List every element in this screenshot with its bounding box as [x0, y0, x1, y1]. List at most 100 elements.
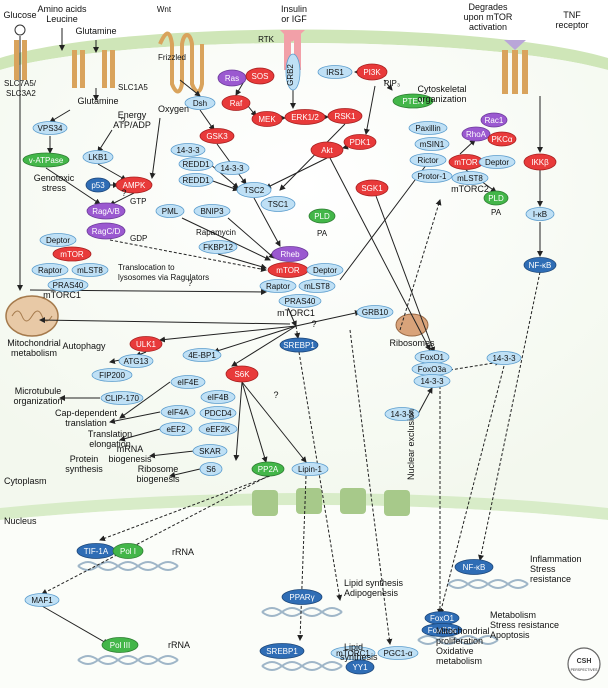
node-shape-pdk1: [343, 134, 377, 150]
edge-20: [383, 79, 393, 91]
label-wnt: Wnt: [157, 5, 172, 14]
node-label-erk: ERK1/2: [291, 113, 319, 122]
label-synthesis: synthesis: [340, 652, 378, 662]
node-ampk: AMPK: [115, 176, 153, 194]
node-shape-eif4b: [200, 390, 236, 404]
edge-62: [297, 475, 307, 641]
node-shape-fkbp12: [198, 240, 238, 254]
edge-29: [181, 217, 271, 261]
node-shape-pten: [392, 93, 434, 109]
edge-57: [169, 468, 201, 478]
node-pol1: Pol I: [112, 543, 144, 559]
node-pml: PML: [155, 204, 185, 218]
node-paxillin: Paxillin: [408, 121, 448, 135]
node-label-pras40-lyso: PRAS40: [53, 281, 84, 290]
node-shape-raptor-c1: [259, 279, 297, 293]
node-raf: Raf: [221, 95, 251, 111]
node-shape-srebp1-n: [259, 643, 305, 659]
node-grb2: GRB2: [285, 53, 301, 91]
label-pa-a: PA: [317, 229, 328, 238]
node-shape-pp2a: [251, 461, 285, 477]
node-shape-p1433-b: [214, 161, 250, 175]
node-shape-atg13: [118, 354, 154, 368]
tnf-receptor: [502, 40, 528, 94]
node-mlst8-lyso: mLST8: [71, 263, 109, 277]
node-label-srebp1: SREBP1: [283, 341, 315, 350]
nuclear-envelope: [0, 493, 608, 520]
edge-59: [241, 381, 268, 463]
label-glutamine: Glutamine: [75, 26, 116, 36]
node-mlst8-c2: mLST8: [451, 171, 489, 185]
edge-40: [295, 310, 361, 327]
node-raptor-c1: Raptor: [259, 279, 297, 293]
node-label-pld-b: PLD: [488, 194, 504, 203]
node-shape-lkb1: [82, 150, 114, 164]
label-mrna-2: biogenesis: [108, 454, 152, 464]
node-label-p53: p53: [91, 181, 105, 190]
node-shape-skar: [192, 444, 228, 458]
node-label-pras40-c1: PRAS40: [285, 297, 316, 306]
node-shape-foxo3a-n: [421, 623, 463, 637]
node-label-pld-a: PLD: [314, 212, 330, 221]
edge-63: [99, 475, 271, 542]
edge-67: [478, 271, 541, 561]
label-mtorc2: mTORC2: [451, 184, 489, 194]
node-shape-s6: [199, 462, 223, 476]
label-frizzled: Frizzled: [158, 53, 186, 62]
node-rsk1: RSK1: [327, 108, 363, 124]
label-rtk: RTK: [258, 35, 275, 44]
node-ikkb: IKKβ: [523, 153, 557, 171]
label-degrades: Degrades: [468, 2, 508, 12]
node-shape-p1433-c: [413, 374, 451, 388]
node-label-eif4b: eIF4B: [207, 393, 228, 402]
label-lipid-syn: Lipid synthesis: [344, 578, 404, 588]
edge-70: [438, 365, 505, 615]
node-mtorc1-n: mTORC1: [330, 646, 376, 660]
node-shape-mlst8-lyso: [71, 263, 109, 277]
node-shape-pld-b: [483, 190, 509, 206]
node-foxo1-n: FoxO1: [424, 611, 460, 625]
label-gdp: GDP: [130, 234, 147, 243]
node-label-lipin1: Lipin-1: [298, 465, 323, 474]
node-shape-pras40-lyso: [47, 278, 89, 292]
label-metabolism: Metabolism: [490, 610, 536, 620]
label-q1: ?: [120, 116, 125, 126]
node-label-nfkb: NF-κB: [529, 261, 552, 270]
node-label-raptor-c1: Raptor: [266, 282, 290, 291]
node-label-tsc2: TSC2: [244, 186, 265, 195]
node-shape-sgk1: [355, 179, 389, 197]
node-label-nfkb-n: NF-κB: [463, 563, 486, 572]
node-rac1: Rac1: [480, 112, 508, 128]
edge-56: [149, 450, 195, 459]
node-shape-rac1: [480, 112, 508, 128]
node-eif4b: eIF4B: [200, 390, 236, 404]
node-mlst8-c1: mLST8: [298, 279, 336, 293]
node-shape-mlst8-c1: [298, 279, 336, 293]
edge-71: [349, 329, 393, 645]
label-lipid: Lipid: [344, 642, 363, 652]
label-cap-2: translation: [65, 418, 107, 428]
node-shape-s6k: [225, 365, 259, 383]
label-rrna-a: rRNA: [172, 547, 194, 557]
node-skar: SKAR: [192, 444, 228, 458]
node-pten: PTEN: [392, 93, 434, 109]
node-shape-tsc2: [236, 182, 272, 198]
node-mtor-lyso: mTOR: [52, 246, 92, 262]
node-label-ulk1: ULK1: [136, 340, 157, 349]
edge-65: [41, 605, 109, 645]
node-p53: p53: [85, 177, 111, 193]
label-translocation-1: Translocation to: [118, 263, 175, 272]
label-ribo-1: Ribosome: [138, 464, 179, 474]
edge-68: [417, 387, 433, 415]
node-label-irs1: IRS1: [326, 68, 344, 77]
node-label-sgk1: SGK1: [361, 184, 383, 193]
label-rapamycin: Rapamycin: [196, 228, 236, 237]
edge-12: [179, 79, 201, 97]
node-label-mlst8-lyso: mLST8: [77, 266, 103, 275]
node-label-s6k: S6K: [234, 370, 250, 379]
node-label-gsk3: GSK3: [206, 132, 228, 141]
node-p1433-b: 14-3-3: [214, 161, 250, 175]
